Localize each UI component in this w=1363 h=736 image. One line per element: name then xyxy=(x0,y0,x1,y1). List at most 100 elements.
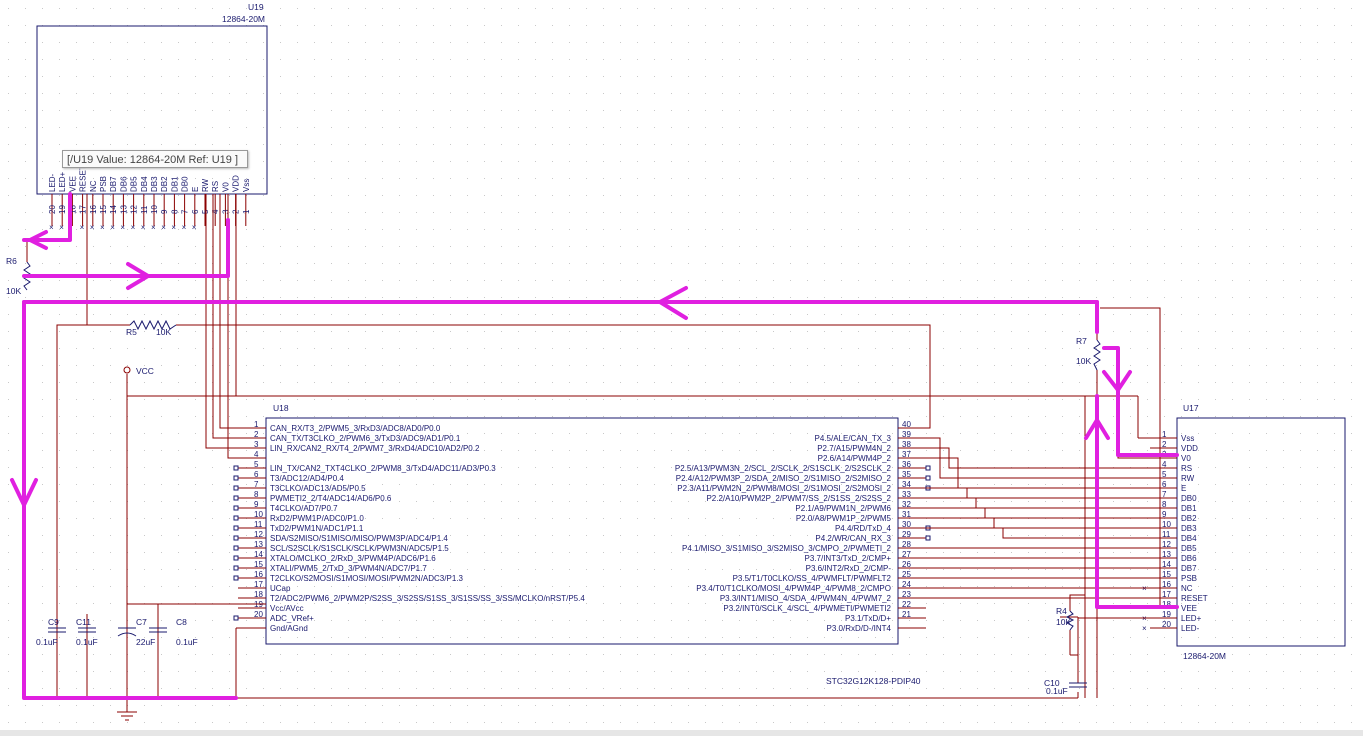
u19-pin-number: 1 xyxy=(242,209,251,214)
no-connect-mark: × xyxy=(110,223,115,232)
u19-pin-name: NC xyxy=(89,180,98,192)
u18-pin-name: P3.0/RxD/D-/INT4 xyxy=(827,624,892,633)
u18-pin-number: 6 xyxy=(254,470,259,479)
c11-capacitor[interactable]: C11 0.1uF xyxy=(76,617,98,647)
u18-pin-name: P4.4/RD/TxD_4 xyxy=(835,524,892,533)
unconnected-pin xyxy=(233,555,239,561)
u18-pin-number: 4 xyxy=(254,450,259,459)
u18-pin-name: Gnd/AGnd xyxy=(270,624,308,633)
c10-capacitor[interactable]: C10 0.1uF xyxy=(1044,678,1087,696)
u19-pin-name: DB5 xyxy=(130,176,139,192)
u19-pin-number: 10 xyxy=(150,205,159,214)
u18-pin-number: 39 xyxy=(902,430,911,439)
u19-pin-name: LED- xyxy=(48,173,57,192)
u17-pin-number: 1 xyxy=(1162,430,1167,439)
no-connect-mark: × xyxy=(192,223,197,232)
u18-pin-number: 24 xyxy=(902,580,911,589)
u19-pin-number: 14 xyxy=(109,205,118,214)
u19-pin-number: 17 xyxy=(79,205,88,214)
u19-pin-name: RS xyxy=(211,181,220,192)
u19-pin-name: RW xyxy=(201,178,210,192)
no-connect-mark: × xyxy=(1142,624,1147,633)
c9-value: 0.1uF xyxy=(36,637,58,647)
u18-pin-number: 20 xyxy=(254,610,263,619)
u18-pin-number: 33 xyxy=(902,490,911,499)
c8-capacitor[interactable]: C8 0.1uF xyxy=(149,617,198,647)
u18-pin-name: P3.2/INT0/SCLK_4/SCL_4/PWMETI/PWMETI2 xyxy=(723,604,891,613)
u17-pin-name: RW xyxy=(1181,474,1195,483)
r7-potentiometer[interactable]: R7 10K xyxy=(1076,336,1101,371)
u19-pin-number: 6 xyxy=(191,209,200,214)
u18-pin-name: P3.1/TxD/D+ xyxy=(845,614,891,623)
u18-pin-name: P2.0/A8/PWM1P_2/PWM5 xyxy=(796,514,892,523)
u19-component[interactable]: U19 12864-20M LED-20×LED+19×VEE18RESET17… xyxy=(36,2,268,232)
u18-pin-number: 23 xyxy=(902,590,911,599)
c10-value: 0.1uF xyxy=(1046,686,1068,696)
u19-pin-name: E xyxy=(191,187,200,192)
u18-pin-number: 25 xyxy=(902,570,911,579)
r4-potentiometer[interactable]: R4 10K xyxy=(1056,606,1075,631)
no-connect-mark: × xyxy=(100,223,105,232)
u17-pin-number: 2 xyxy=(1162,440,1167,449)
unconnected-pin xyxy=(233,545,239,551)
u19-pin-name: PSB xyxy=(99,176,108,192)
c7-capacitor[interactable]: C7 22uF xyxy=(117,617,155,647)
u19-pin-number: 13 xyxy=(119,205,128,214)
u19-pin-name: DB4 xyxy=(140,176,149,192)
c9-capacitor[interactable]: C9 0.1uF xyxy=(36,617,66,647)
u19-pin-group: LED-20×LED+19×VEE18RESET17×NC16×PSB15×DB… xyxy=(48,165,251,232)
u19-pin-name: DB3 xyxy=(150,176,159,192)
u18-ref: U18 xyxy=(273,403,289,413)
bus-wire xyxy=(926,527,1150,539)
u17-pin-number: 16 xyxy=(1162,580,1171,589)
u18-pin-number: 21 xyxy=(902,610,911,619)
no-connect-mark: × xyxy=(141,223,146,232)
no-connect-mark: × xyxy=(151,223,156,232)
u18-pin-name: P3.6/INT2/RxD_2/CMP- xyxy=(806,564,892,573)
u18-pin-name: ADC_VRef+ xyxy=(270,614,314,623)
no-connect-mark: × xyxy=(161,223,166,232)
unconnected-pin xyxy=(233,465,239,471)
ground-symbol xyxy=(117,711,137,721)
unconnected-pin xyxy=(233,615,239,621)
r7-value: 10K xyxy=(1076,356,1091,366)
u18-pin-number: 34 xyxy=(902,480,911,489)
u18-pin-name: TxD2/PWM1N/ADC1/P1.1 xyxy=(270,524,364,533)
r4-value: 10K xyxy=(1056,617,1071,627)
u18-pin-number: 11 xyxy=(254,520,263,529)
unconnected-pin xyxy=(925,465,931,471)
bus-wire xyxy=(926,497,1150,509)
u19-pin-number: 8 xyxy=(170,209,179,214)
u19-ref: U19 xyxy=(248,2,264,12)
unconnected-pin xyxy=(233,495,239,501)
u17-pin-name: NC xyxy=(1181,584,1193,593)
u19-pin-name: DB2 xyxy=(160,176,169,192)
u17-pin-number: 15 xyxy=(1162,570,1171,579)
u18-pin-number: 8 xyxy=(254,490,259,499)
c9-ref: C9 xyxy=(48,617,59,627)
no-connect-mark: × xyxy=(59,223,64,232)
u18-pin-name: P2.3/A11/PWM2N_2/PWM8/MOSI_2/S1MOSI_2/S2… xyxy=(677,484,891,493)
u18-pin-name: T4CLKO/AD7/P0.7 xyxy=(270,504,338,513)
u18-pin-name: T3/ADC12/AD4/P0.4 xyxy=(270,474,344,483)
u18-pin-name: PWMETI2_2/T4/ADC14/AD6/P0.6 xyxy=(270,494,392,503)
u18-pin-name: UCap xyxy=(270,584,291,593)
u18-pin-number: 14 xyxy=(254,550,263,559)
r5-value: 10K xyxy=(156,327,171,337)
u17-pin-name: LED+ xyxy=(1181,614,1202,623)
u18-pin-name: LIN_TX/CAN2_TXT4CLKO_2/PWM8_3/TxD4/ADC11… xyxy=(270,464,496,473)
u18-pin-number: 27 xyxy=(902,550,911,559)
u19-pin-name: DB6 xyxy=(119,176,128,192)
u17-pin-name: DB2 xyxy=(1181,514,1197,523)
no-connect-mark: × xyxy=(171,223,176,232)
u18-pin-name: P3.5/T1/T0CLKO/SS_4/PWMFLT/PWMFLT2 xyxy=(733,574,892,583)
no-connect-mark: × xyxy=(80,223,85,232)
no-connect-mark: × xyxy=(131,223,136,232)
bottom-scrollbar[interactable] xyxy=(0,730,1363,736)
u17-pin-number: 6 xyxy=(1162,480,1167,489)
c11-ref: C11 xyxy=(76,617,91,627)
u18-pin-name: SCL/S2SCLK/S1SCLK/SCLK/PWM3N/ADC5/P1.5 xyxy=(270,544,449,553)
r5-resistor[interactable]: R5 10K xyxy=(126,319,177,337)
